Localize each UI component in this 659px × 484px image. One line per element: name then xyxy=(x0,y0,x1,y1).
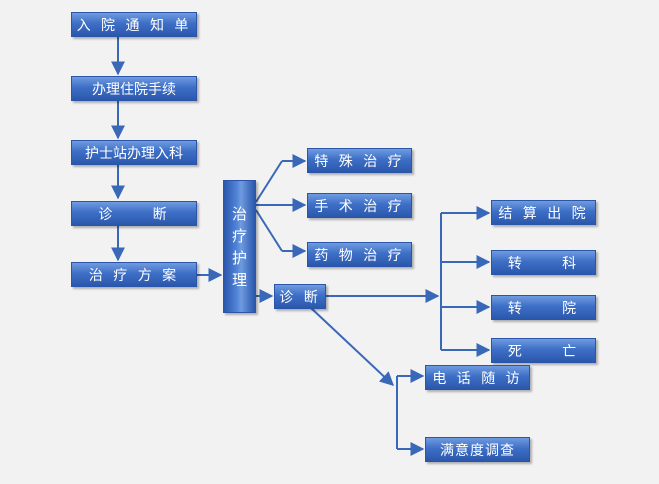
node-drug-treatment: 药 物 治 疗 xyxy=(307,242,412,267)
node-satisfaction-survey: 满意度调查 xyxy=(425,437,530,462)
node-admission-notice: 入 院 通 知 单 xyxy=(71,12,197,37)
arrow-diagnosis-to-followup xyxy=(310,307,395,386)
node-special-treatment: 特 殊 治 疗 xyxy=(307,148,412,173)
node-nurse-station: 护士站办理入科 xyxy=(71,140,197,165)
care-char-3: 护 xyxy=(231,248,247,267)
arrow-care-to-drug xyxy=(255,209,283,252)
node-treatment-care: 治 疗 护 理 xyxy=(223,180,256,313)
node-surgery: 手 术 治 疗 xyxy=(307,193,412,218)
node-diagnosis-initial: 诊 断 xyxy=(71,201,197,226)
arrow-care-to-special xyxy=(255,160,283,203)
node-settle-discharge: 结 算 出 院 xyxy=(491,200,596,225)
node-death: 死 亡 xyxy=(491,338,596,363)
care-char-2: 疗 xyxy=(231,226,247,245)
node-phone-followup: 电 话 随 访 xyxy=(425,365,530,390)
node-diagnosis-followup: 诊 断 xyxy=(274,284,326,309)
node-admission-procedures: 办理住院手续 xyxy=(71,76,197,101)
care-char-4: 理 xyxy=(231,270,247,289)
node-treatment-plan: 治 疗 方 案 xyxy=(71,262,197,287)
node-transfer-hospital: 转 院 xyxy=(491,295,596,320)
care-char-1: 治 xyxy=(231,204,247,223)
node-transfer-dept: 转 科 xyxy=(491,250,596,275)
